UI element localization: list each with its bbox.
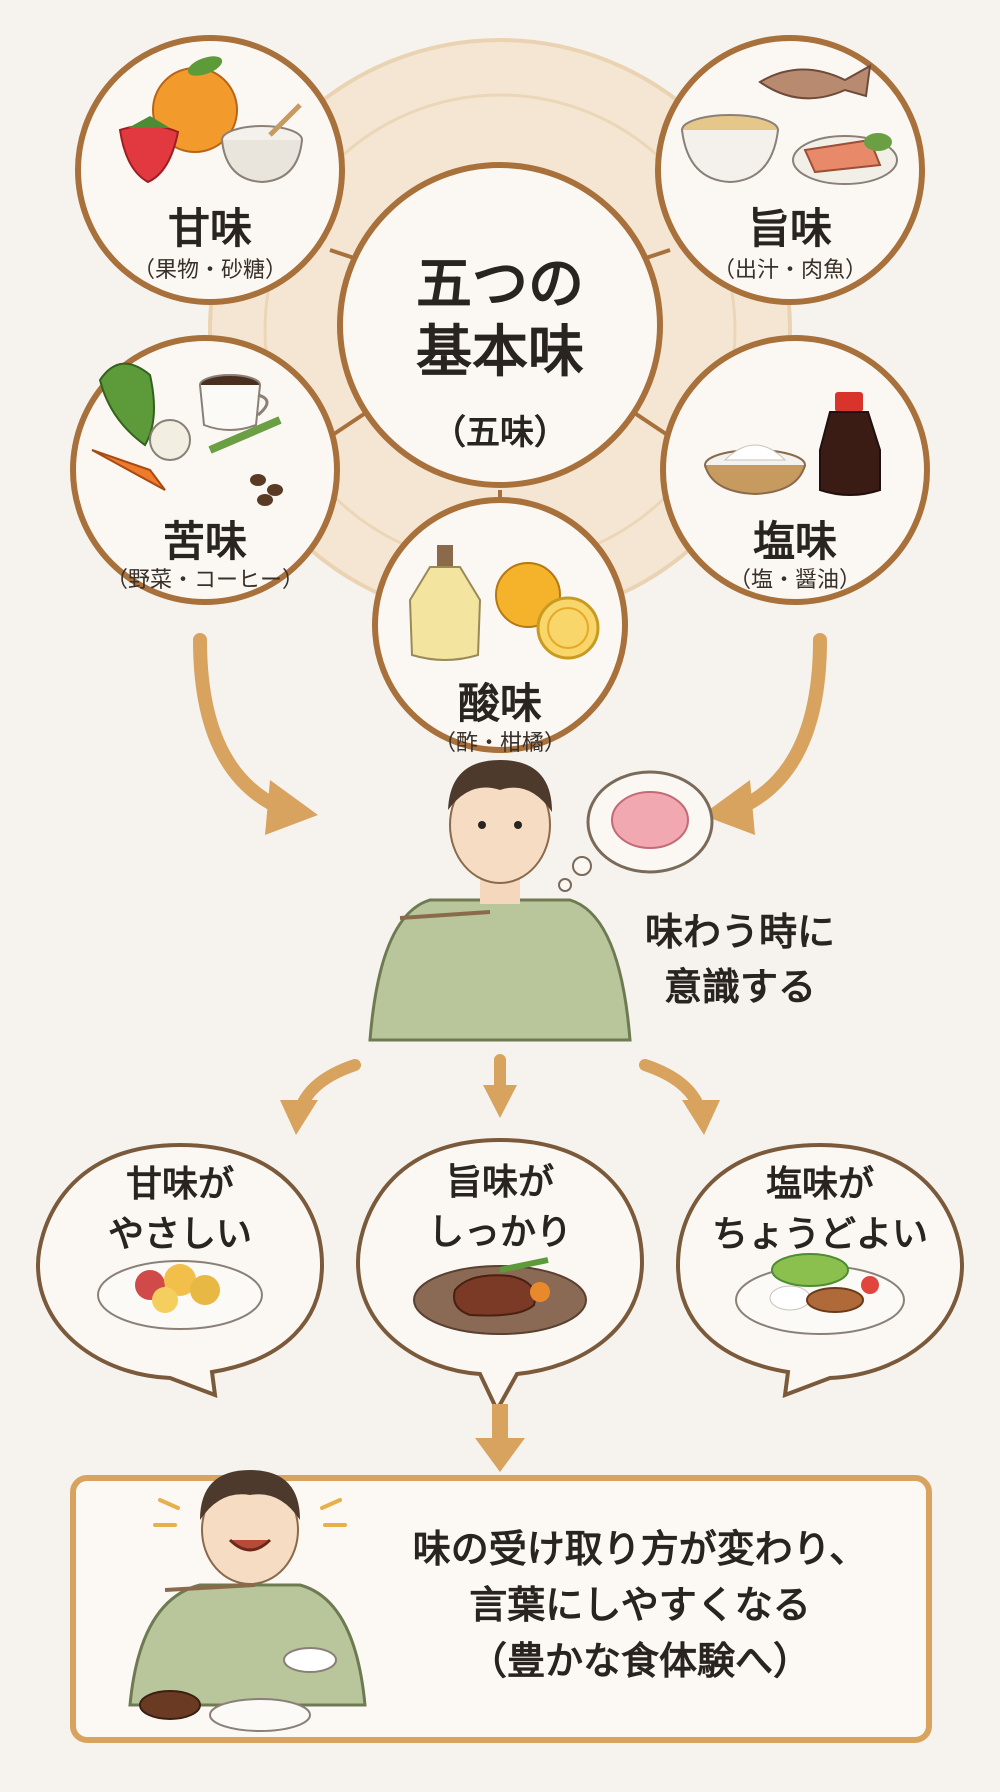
center-subtitle: （五味） <box>432 413 568 453</box>
soy-sauce-icon <box>819 392 881 496</box>
taste-examples-umami: （出汁・肉魚） <box>712 258 867 283</box>
right-curved-arrow <box>728 633 827 817</box>
final-arrow <box>475 1404 525 1472</box>
vegetable-plate-icon <box>97 1260 263 1330</box>
meat-salad-plate-icon <box>735 1253 905 1335</box>
sugar-bowl-icon <box>221 103 303 184</box>
brain-icon <box>611 791 689 849</box>
thought-bubble <box>558 770 714 892</box>
result-line2: 言葉にしやすくなる <box>469 1583 811 1627</box>
taste-circle-bitter <box>70 335 340 605</box>
turnip-icon <box>149 419 191 461</box>
center-circle <box>337 162 663 488</box>
taste-examples-sweet: （果物・砂糖） <box>132 258 287 283</box>
carrot-icon <box>91 449 166 491</box>
taste-examples-salty: （塩・醤油） <box>728 568 861 593</box>
taste-name-sour: 酸味 <box>457 679 542 728</box>
bubble-right-line2: ちょうどよい <box>711 1214 928 1255</box>
left-curved-arrow <box>193 633 292 817</box>
taste-name-bitter: 苦味 <box>162 517 247 566</box>
coffee-cup-icon <box>199 374 269 431</box>
thinking-line1: 味わう時に <box>644 910 835 954</box>
thinking-line2: 意識する <box>663 965 816 1009</box>
greens-icon <box>98 362 155 447</box>
result-line1: 味の受け取り方が変わり、 <box>412 1527 868 1571</box>
steak-plate-icon <box>413 1257 587 1335</box>
right-arrow-head <box>702 780 755 835</box>
taste-examples-sour: （酢・柑橘） <box>433 731 566 756</box>
fish-icon <box>758 64 872 100</box>
taste-examples-bitter: （野菜・コーヒー） <box>105 568 304 593</box>
chopsticks-icon <box>399 910 491 920</box>
miso-bowl-icon <box>139 1690 201 1720</box>
happy-person <box>128 1470 367 1732</box>
arrow-heads <box>265 780 755 835</box>
beans-icon <box>208 416 283 506</box>
taste-name-umami: 旨味 <box>747 204 832 253</box>
bubble-middle-line2: しっかり <box>427 1212 572 1253</box>
dinner-plate-icon <box>209 1698 311 1732</box>
soup-bowl-icon <box>681 114 779 184</box>
thinking-person <box>368 760 632 1042</box>
left-arrow-head <box>265 780 318 835</box>
citrus-icon <box>495 562 600 660</box>
salmon-icon <box>792 133 898 185</box>
strawberry-icon <box>118 116 180 184</box>
sparkle-icon <box>153 1498 347 1527</box>
taste-circle-salty <box>660 335 930 605</box>
taste-circle-sour <box>372 497 628 753</box>
bubble-middle-line1: 旨味が <box>445 1162 554 1203</box>
center-title-line2: 基本味 <box>416 320 584 385</box>
curved-arrows <box>193 633 827 817</box>
vinegar-bottle-icon <box>408 545 482 661</box>
taste-circle-sweet <box>75 35 345 305</box>
center-title-line1: 五つの <box>416 252 584 317</box>
chopsticks-icon <box>164 1583 256 1592</box>
bubble-left-line1: 甘味が <box>125 1164 234 1205</box>
taste-name-salty: 塩味 <box>752 517 837 566</box>
salt-bowl-icon <box>704 444 806 496</box>
taste-name-sweet: 甘味 <box>167 204 252 253</box>
bubble-right-line1: 塩味が <box>765 1164 874 1205</box>
taste-circle-umami <box>655 35 925 305</box>
result-line3: （豊かな食体験へ） <box>468 1639 811 1683</box>
rice-bowl-icon <box>283 1647 337 1673</box>
bubble-left-line2: やさしい <box>107 1214 252 1255</box>
